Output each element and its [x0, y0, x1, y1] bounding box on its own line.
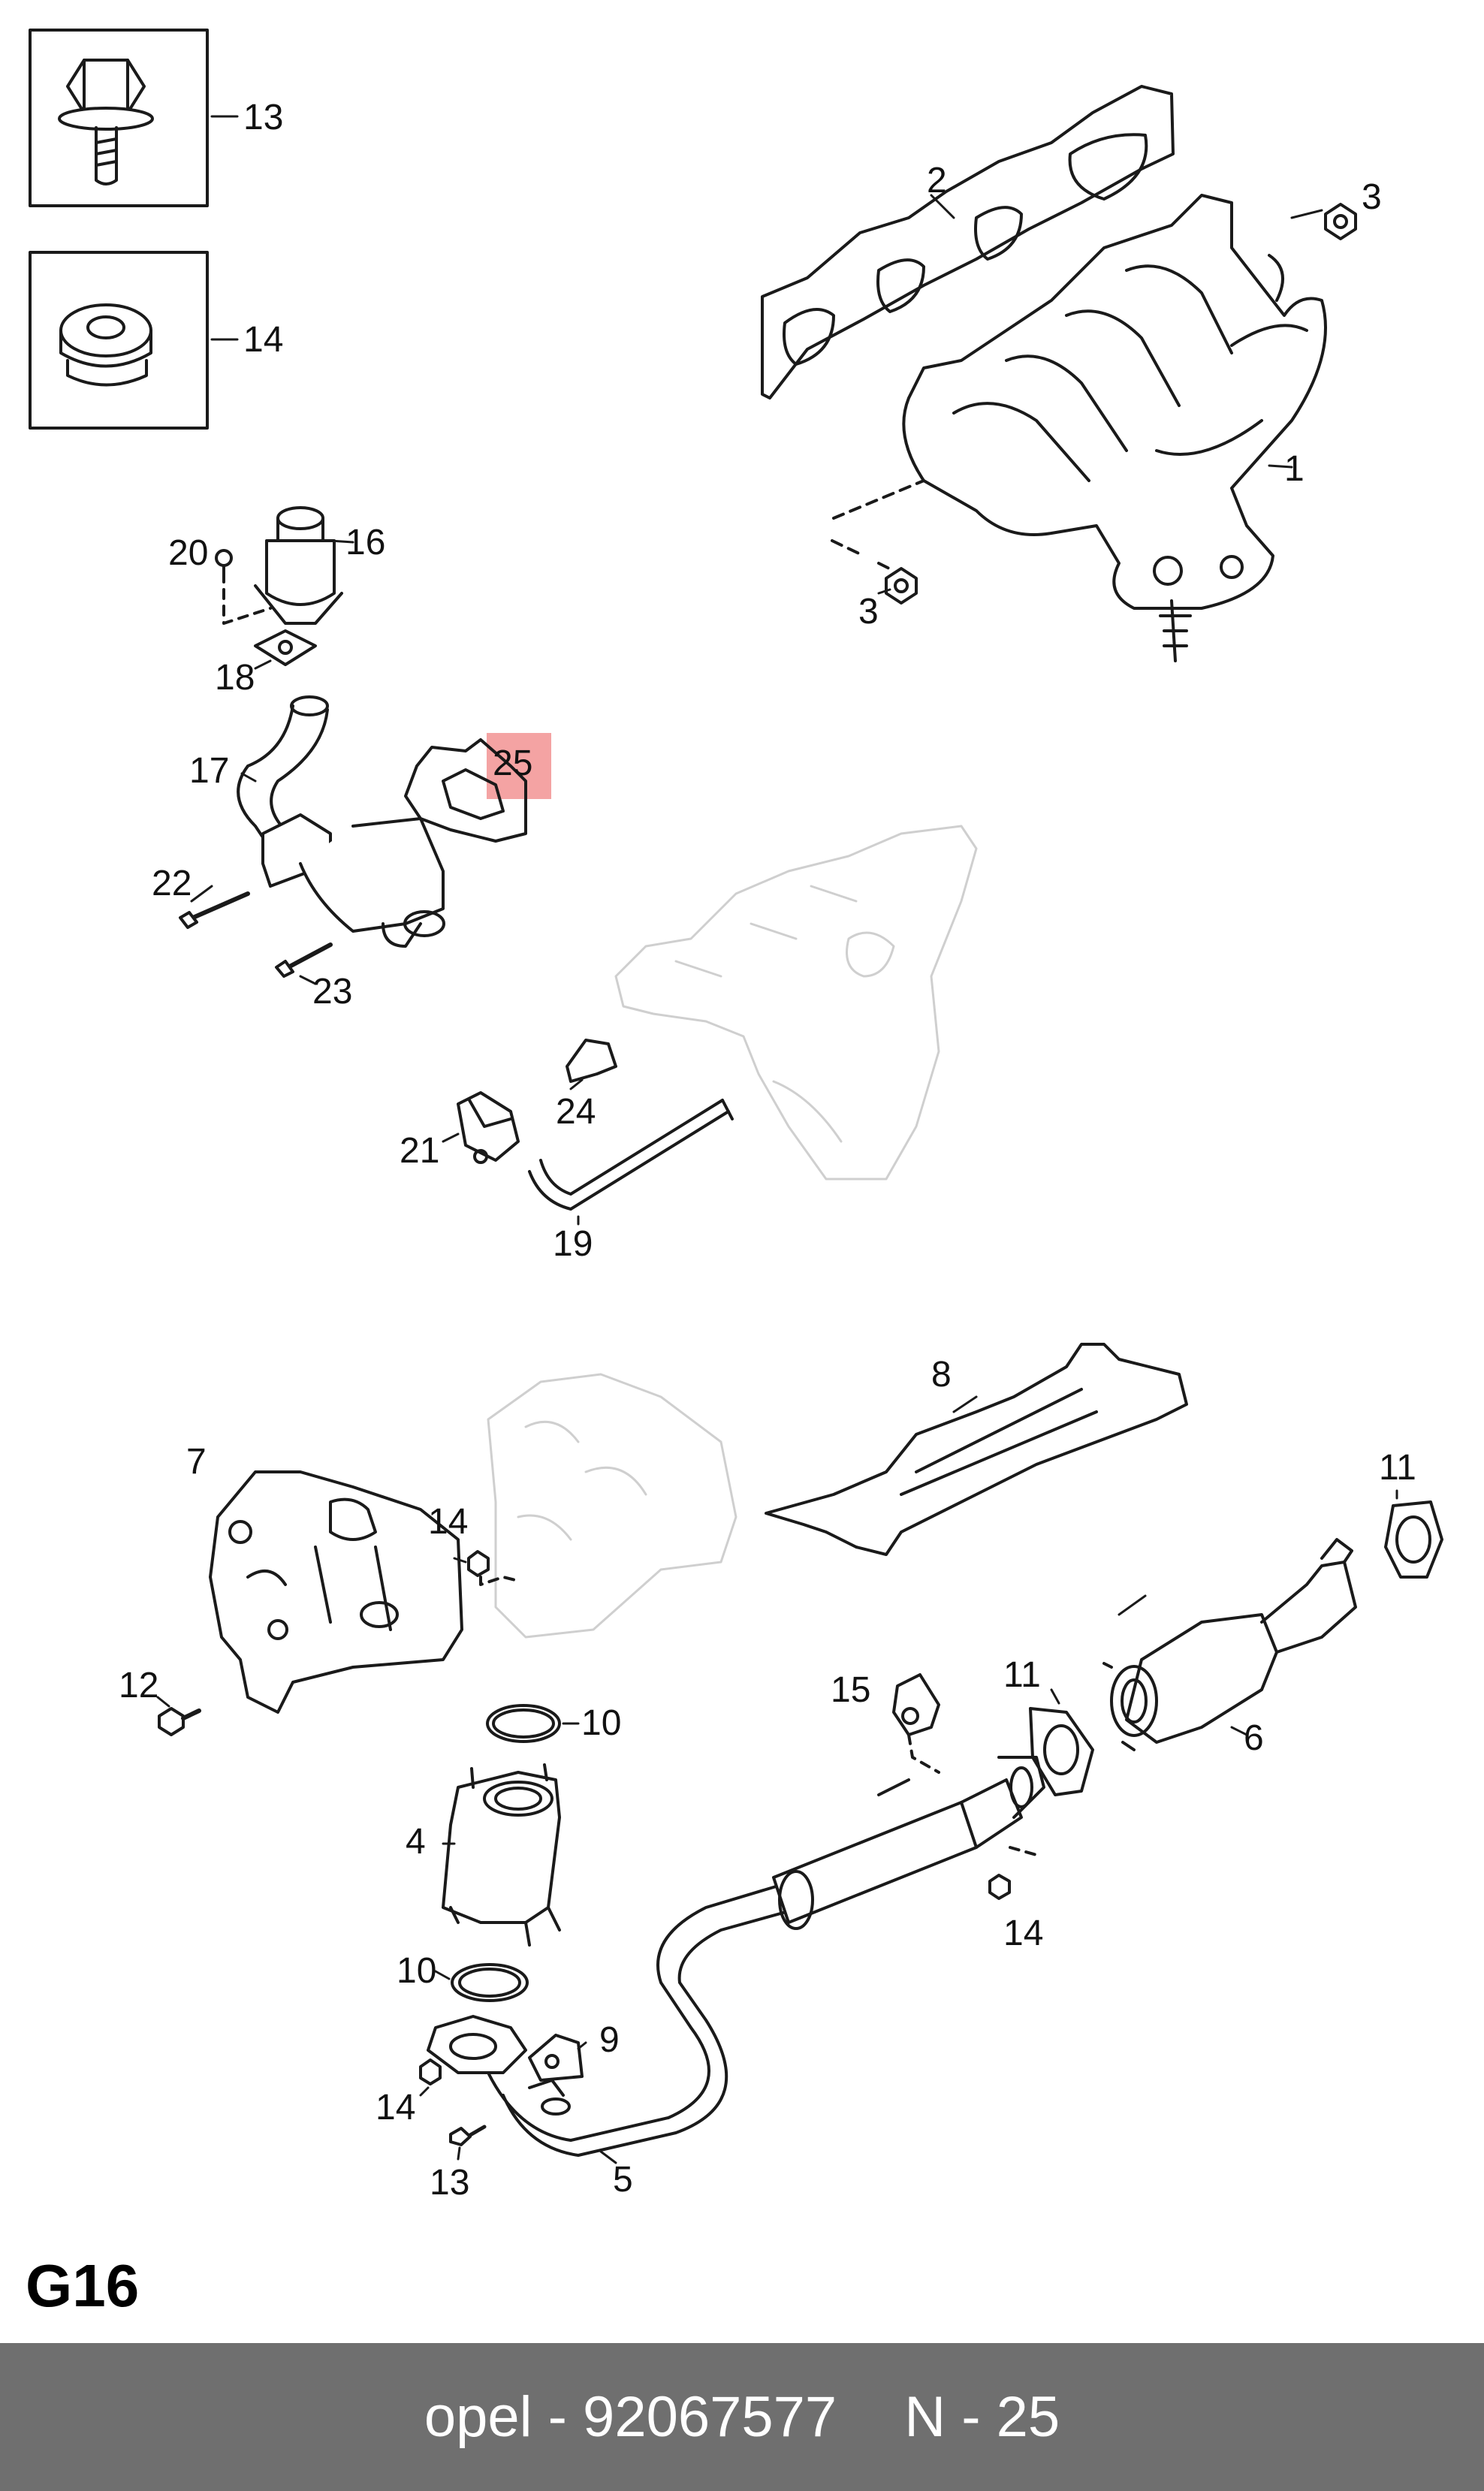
faded-manifold-small	[487, 1373, 737, 1639]
callout-10-upper: 10	[581, 1703, 621, 1743]
section-code: G16	[26, 2252, 140, 2319]
manifold-gasket	[761, 85, 1175, 400]
callout-1: 1	[1284, 449, 1305, 489]
callout-3-top: 3	[1362, 177, 1382, 217]
inset-bolt-13	[29, 29, 209, 207]
exhaust-manifold	[902, 194, 1327, 662]
bolt-22	[179, 891, 250, 929]
callout-20: 20	[168, 533, 208, 573]
flange-gasket-11-right	[1384, 1500, 1443, 1579]
callout-18: 18	[215, 658, 255, 698]
callout-11-right: 11	[1379, 1448, 1416, 1488]
bolt-12	[158, 1707, 201, 1736]
nut-3-top	[1324, 203, 1357, 240]
callout-16: 16	[345, 523, 385, 562]
egr-valve	[254, 506, 343, 625]
callout-19: 19	[553, 1224, 593, 1264]
callout-9: 9	[599, 2020, 620, 2060]
callout-25: 25	[493, 743, 532, 783]
ring-gasket-10-upper	[486, 1704, 561, 1743]
callout-5: 5	[613, 2160, 633, 2200]
callout-15: 15	[831, 1670, 870, 1710]
bolt-13-lower	[449, 2125, 487, 2146]
solenoid-valve	[457, 1091, 520, 1164]
leader-lines	[156, 115, 1398, 2164]
front-exhaust-pipe	[427, 1756, 1045, 2157]
inset-nut-14	[29, 251, 209, 430]
catalytic-converter-6	[1102, 1538, 1357, 1751]
exhaust-parts-diagram: 13 14 2 3 1 3 20 16 18 17 25 22 23 24 21…	[29, 29, 1443, 2203]
callout-22: 22	[152, 864, 192, 903]
callout-4: 4	[406, 1822, 426, 1862]
heat-shield	[209, 1470, 463, 1714]
callout-21: 21	[400, 1131, 439, 1171]
callout-13-lower: 13	[430, 2163, 469, 2203]
nut-14-mid	[988, 1846, 1038, 1900]
nut-3-bottom	[831, 479, 925, 605]
callout-14-upper: 14	[428, 1502, 468, 1542]
callout-7: 7	[186, 1442, 207, 1482]
bolt-23	[275, 942, 333, 978]
callout-10-lower: 10	[397, 1951, 436, 1991]
callout-3-bottom: 3	[858, 592, 879, 632]
bracket-24	[566, 1039, 617, 1083]
callout-6: 6	[1244, 1718, 1264, 1758]
callout-labels: 13 14 2 3 1 3 20 16 18 17 25 22 23 24 21…	[119, 98, 1416, 2203]
ring-gasket-10-lower	[451, 1963, 529, 2002]
footer-bar: opel - 92067577 N - 25	[0, 2343, 1484, 2491]
egr-gasket-25	[404, 738, 527, 843]
callout-23: 23	[312, 972, 352, 1012]
callout-17: 17	[189, 751, 229, 791]
nut-14-upper	[467, 1550, 520, 1586]
bolt-20	[215, 549, 272, 625]
faded-manifold-reference	[614, 825, 978, 1181]
footer-part-number: opel - 92067577	[424, 2385, 837, 2449]
callout-14-lower: 14	[376, 2088, 415, 2128]
egr-pipe	[237, 695, 445, 948]
callout-2: 2	[927, 161, 947, 201]
callout-12: 12	[119, 1666, 158, 1705]
catalytic-converter-4	[442, 1763, 561, 1947]
callout-14-top: 14	[243, 320, 283, 360]
egr-gasket-18	[254, 629, 317, 666]
vacuum-hose	[528, 1099, 734, 1211]
bracket-9	[528, 2034, 584, 2082]
callout-13-top: 13	[243, 98, 283, 137]
underbody-shield	[765, 1343, 1188, 1556]
nut-14-lower	[419, 2058, 442, 2085]
callout-11-mid: 11	[1003, 1655, 1041, 1695]
footer-callout: N - 25	[904, 2385, 1060, 2449]
rubber-mount	[892, 1673, 940, 1774]
callout-8: 8	[931, 1355, 952, 1395]
callout-14-mid: 14	[1003, 1913, 1043, 1953]
callout-24: 24	[556, 1092, 596, 1132]
flange-gasket-11-mid	[1029, 1707, 1094, 1796]
